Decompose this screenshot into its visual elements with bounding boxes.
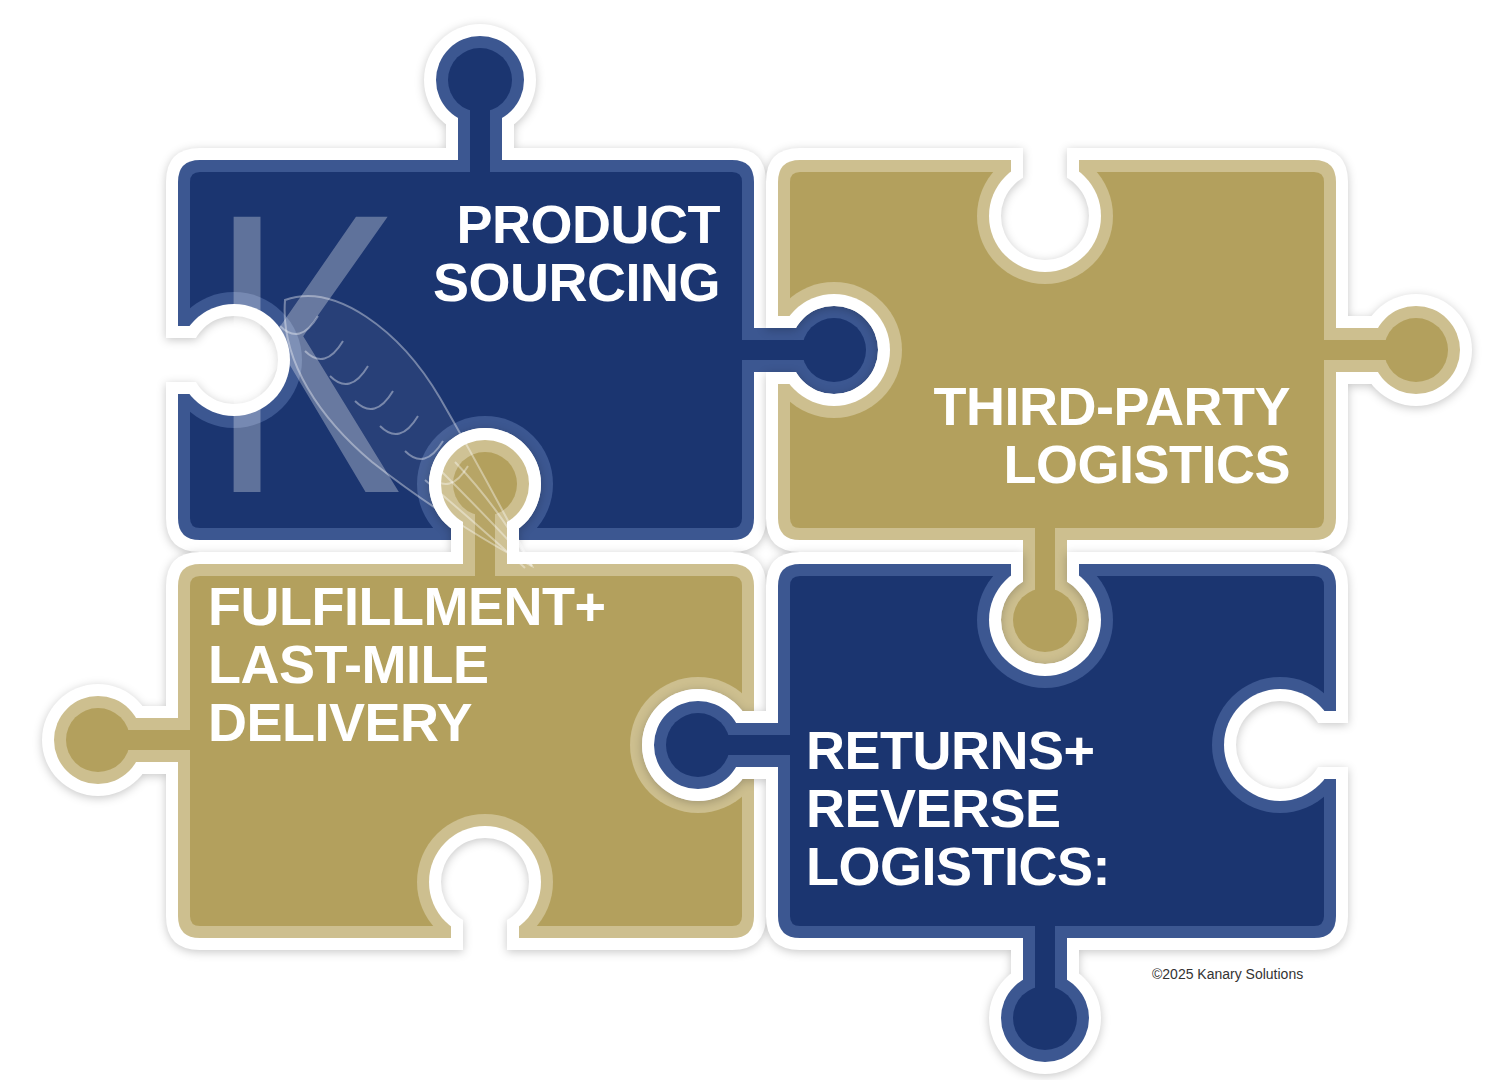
text-holder: FULFILLMENT+ LAST-MILE DELIVERY — [208, 578, 638, 751]
piece-layer — [642, 552, 1348, 1074]
piece-shape — [1035, 908, 1055, 1018]
piece-shape — [790, 172, 1324, 528]
piece-shape — [190, 576, 742, 926]
piece-shape — [766, 148, 1348, 552]
piece-layer — [666, 576, 1324, 1050]
piece-layer — [66, 452, 742, 926]
piece-layer — [654, 564, 1336, 1062]
text-holder: PRODUCT SOURCING — [398, 196, 720, 312]
logo-watermark: K — [210, 154, 402, 554]
piece-layer — [54, 440, 754, 938]
piece-shape — [698, 735, 808, 755]
puzzle-piece: FULFILLMENT+ LAST-MILE DELIVERY — [38, 424, 770, 954]
label-holder: K — [210, 154, 477, 554]
piece-title: THIRD-PARTY LOGISTICS — [898, 378, 1290, 494]
piece-shape — [778, 160, 1336, 540]
piece-title: FULFILLMENT+ LAST-MILE DELIVERY — [208, 578, 638, 751]
piece-layer — [42, 428, 766, 950]
piece-shape — [166, 552, 766, 950]
piece-title: RETURNS+ REVERSE LOGISTICS: — [806, 722, 1146, 895]
piece-shape — [98, 730, 208, 750]
piece-shape — [178, 564, 754, 938]
puzzle-piece: RETURNS+ REVERSE LOGISTICS: — [638, 548, 1352, 1078]
label-holder: ©2025 Kanary Solutions — [1152, 966, 1303, 983]
piece-shape — [766, 552, 1348, 950]
piece-shape — [778, 564, 1336, 938]
copyright-note: ©2025 Kanary Solutions — [1152, 966, 1303, 983]
piece-title: PRODUCT SOURCING — [398, 196, 720, 312]
piece-shape — [1306, 340, 1416, 360]
puzzle-piece: THIRD-PARTY LOGISTICS — [762, 144, 1476, 680]
piece-shape — [470, 80, 490, 190]
text-holder: THIRD-PARTY LOGISTICS — [898, 378, 1290, 494]
text-holder: RETURNS+ REVERSE LOGISTICS: — [806, 722, 1146, 895]
piece-shape — [790, 576, 1324, 926]
